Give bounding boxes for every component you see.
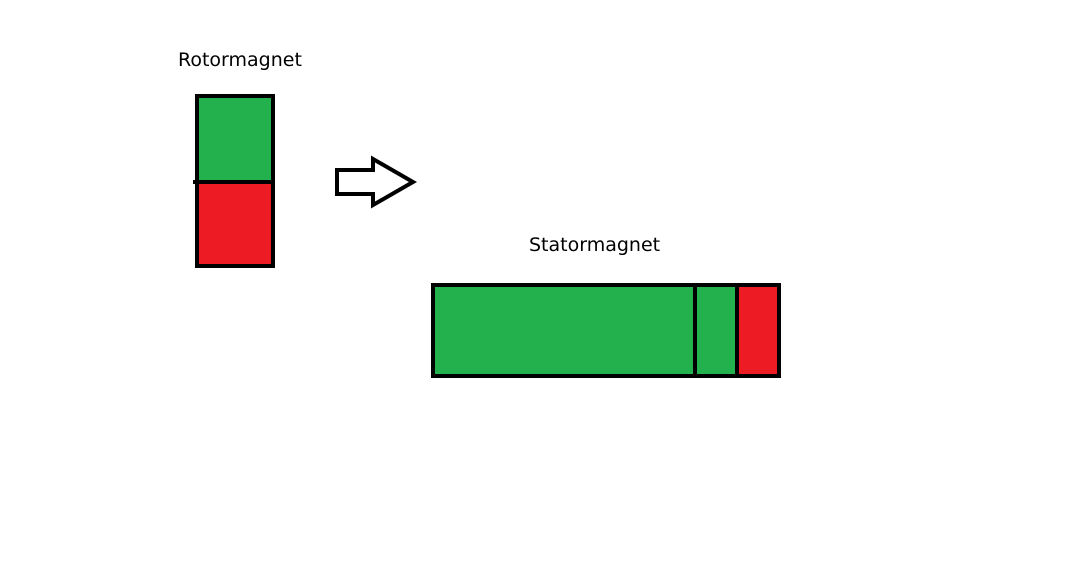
stator-red-segment	[735, 283, 781, 378]
stator-green-segment-small	[693, 283, 739, 378]
right-arrow-icon	[335, 155, 418, 209]
stator-magnet-label: Statormagnet	[529, 234, 661, 256]
stator-magnet	[431, 283, 781, 378]
stator-green-segment-large	[431, 283, 697, 378]
rotor-magnet-label: Rotormagnet	[178, 49, 302, 71]
rotor-magnet	[193, 94, 275, 268]
rotor-north-pole	[195, 94, 275, 184]
rotor-south-pole	[195, 180, 275, 268]
